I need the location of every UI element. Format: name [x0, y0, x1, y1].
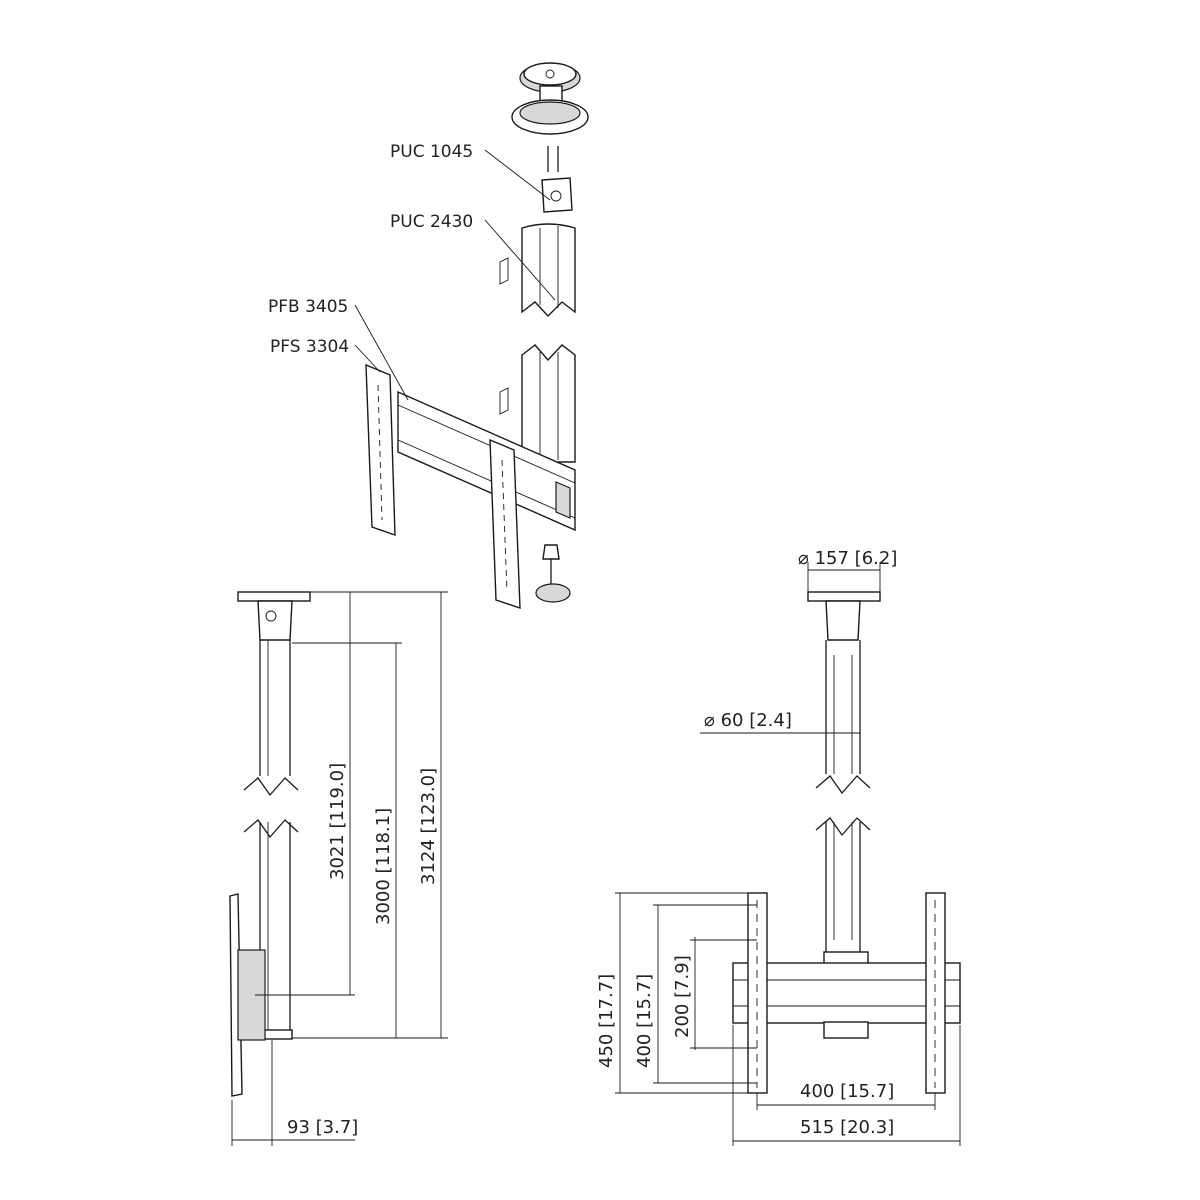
side-view: 3021 [119.0] 3000 [118.1] 3124 [123.0] 9…: [229, 591, 448, 1146]
dim-height-3021: 3021 [119.0]: [327, 763, 348, 880]
end-cap: [535, 544, 571, 603]
dim-pole-diameter: ⌀ 60 [2.4]: [704, 710, 792, 731]
dimension-lines: [615, 562, 961, 1146]
part-label-pfb-3405: PFB 3405: [268, 297, 348, 317]
part-label-pfs-3304: PFS 3304: [270, 337, 349, 357]
part-label-puc-1045: PUC 1045: [390, 142, 473, 162]
bolts: [547, 146, 559, 172]
leader-line: [354, 304, 409, 401]
dim-ceiling-plate-diameter: ⌀ 157 [6.2]: [798, 548, 897, 569]
ceiling-bracket: [825, 600, 861, 641]
exploded-view: PUC 1045 PUC 2430 PFB 3405 PFS 3304: [268, 62, 589, 609]
ceiling-plate: [511, 62, 589, 135]
dim-upright-height-450: 450 [17.7]: [596, 974, 617, 1068]
interface-bar: [732, 962, 961, 1024]
upright-right: [925, 892, 946, 1094]
ceiling-plate: [237, 591, 311, 602]
dim-vesa-max-400: 400 [15.7]: [634, 974, 655, 1068]
front-view: ⌀ 157 [6.2] ⌀ 60 [2.4] 450 [17.7] 400 [1…: [596, 548, 961, 1146]
dim-bar-width-515: 515 [20.3]: [800, 1117, 894, 1138]
dim-depth-93: 93 [3.7]: [287, 1117, 358, 1138]
dim-vesa-width-400: 400 [15.7]: [800, 1081, 894, 1102]
dim-vesa-min-200: 200 [7.9]: [672, 955, 693, 1038]
leader-line: [354, 344, 381, 373]
interface-bar-pfb-3405: [397, 390, 576, 532]
upright-right-pfs-3304: [489, 438, 521, 609]
leader-line: [484, 219, 556, 301]
pole: [810, 640, 880, 955]
ceiling-plate: [807, 591, 881, 602]
pole-cap-bottom: [823, 1021, 869, 1039]
display-profile: [229, 893, 243, 1097]
upright-left-pfs-3304: [365, 363, 396, 536]
dimension-lines: [231, 591, 448, 1146]
tube-upper: [499, 223, 576, 318]
leader-line: [484, 149, 551, 201]
clamp-puc-1045: [541, 177, 573, 213]
dim-height-3124: 3124 [123.0]: [418, 768, 439, 885]
upright-left: [747, 892, 768, 1094]
ceiling-bracket: [257, 600, 293, 641]
part-label-puc-2430: PUC 2430: [390, 212, 473, 232]
pole-cap-top: [823, 951, 869, 965]
dim-height-3000: 3000 [118.1]: [373, 808, 394, 925]
